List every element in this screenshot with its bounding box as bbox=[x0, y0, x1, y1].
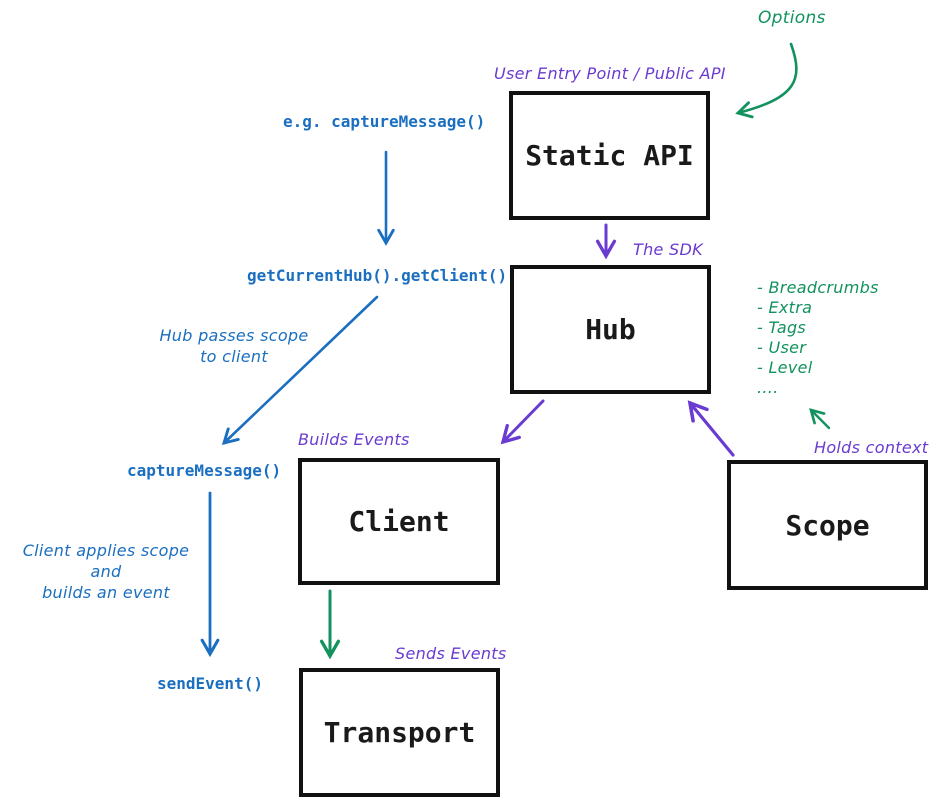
context-item-ellipsis: .... bbox=[757, 378, 779, 397]
arrow-scope-to-context-list bbox=[809, 408, 831, 430]
client-applies-scope-note: Client applies scope and builds an event bbox=[22, 541, 190, 602]
transport-label: Transport bbox=[323, 716, 476, 749]
hub-label: Hub bbox=[585, 313, 636, 346]
options-note: Options bbox=[758, 8, 826, 28]
capture-message-label: captureMessage() bbox=[127, 461, 282, 480]
hub-annotation: The SDK bbox=[633, 240, 703, 259]
arrow-scope-to-hub bbox=[687, 400, 735, 457]
context-item-level: - Level bbox=[757, 358, 813, 377]
context-item-user: - User bbox=[757, 338, 807, 357]
client-label: Client bbox=[348, 505, 450, 538]
context-item-extra: - Extra bbox=[757, 298, 813, 317]
context-item-breadcrumbs: - Breadcrumbs bbox=[757, 278, 879, 297]
example-call-label: e.g. captureMessage() bbox=[283, 112, 486, 131]
scope-label: Scope bbox=[785, 508, 870, 542]
get-current-hub-label: getCurrentHub().getClient() bbox=[247, 266, 508, 285]
transport-box: Transport bbox=[299, 668, 500, 797]
context-item-tags: - Tags bbox=[757, 318, 807, 337]
arrow-getclient-to-capturemessage bbox=[221, 295, 379, 446]
scope-box: Scope bbox=[727, 460, 928, 590]
transport-annotation: Sends Events bbox=[395, 644, 507, 663]
arrow-options-to-static-api bbox=[735, 42, 798, 119]
static-api-label: Static API bbox=[525, 139, 694, 172]
static-api-box: Static API bbox=[509, 91, 710, 220]
scope-context-list: - Breadcrumbs - Extra - Tags - User - Le… bbox=[757, 278, 879, 398]
scope-annotation: Holds context bbox=[814, 438, 929, 457]
client-annotation: Builds Events bbox=[298, 430, 410, 449]
hub-passes-scope-note: Hub passes scope to client bbox=[159, 326, 309, 366]
arrow-hub-to-client bbox=[500, 399, 545, 445]
static-api-annotation: User Entry Point / Public API bbox=[494, 64, 726, 83]
client-box: Client bbox=[298, 458, 500, 585]
send-event-label: sendEvent() bbox=[157, 674, 263, 693]
hub-box: Hub bbox=[510, 265, 711, 394]
